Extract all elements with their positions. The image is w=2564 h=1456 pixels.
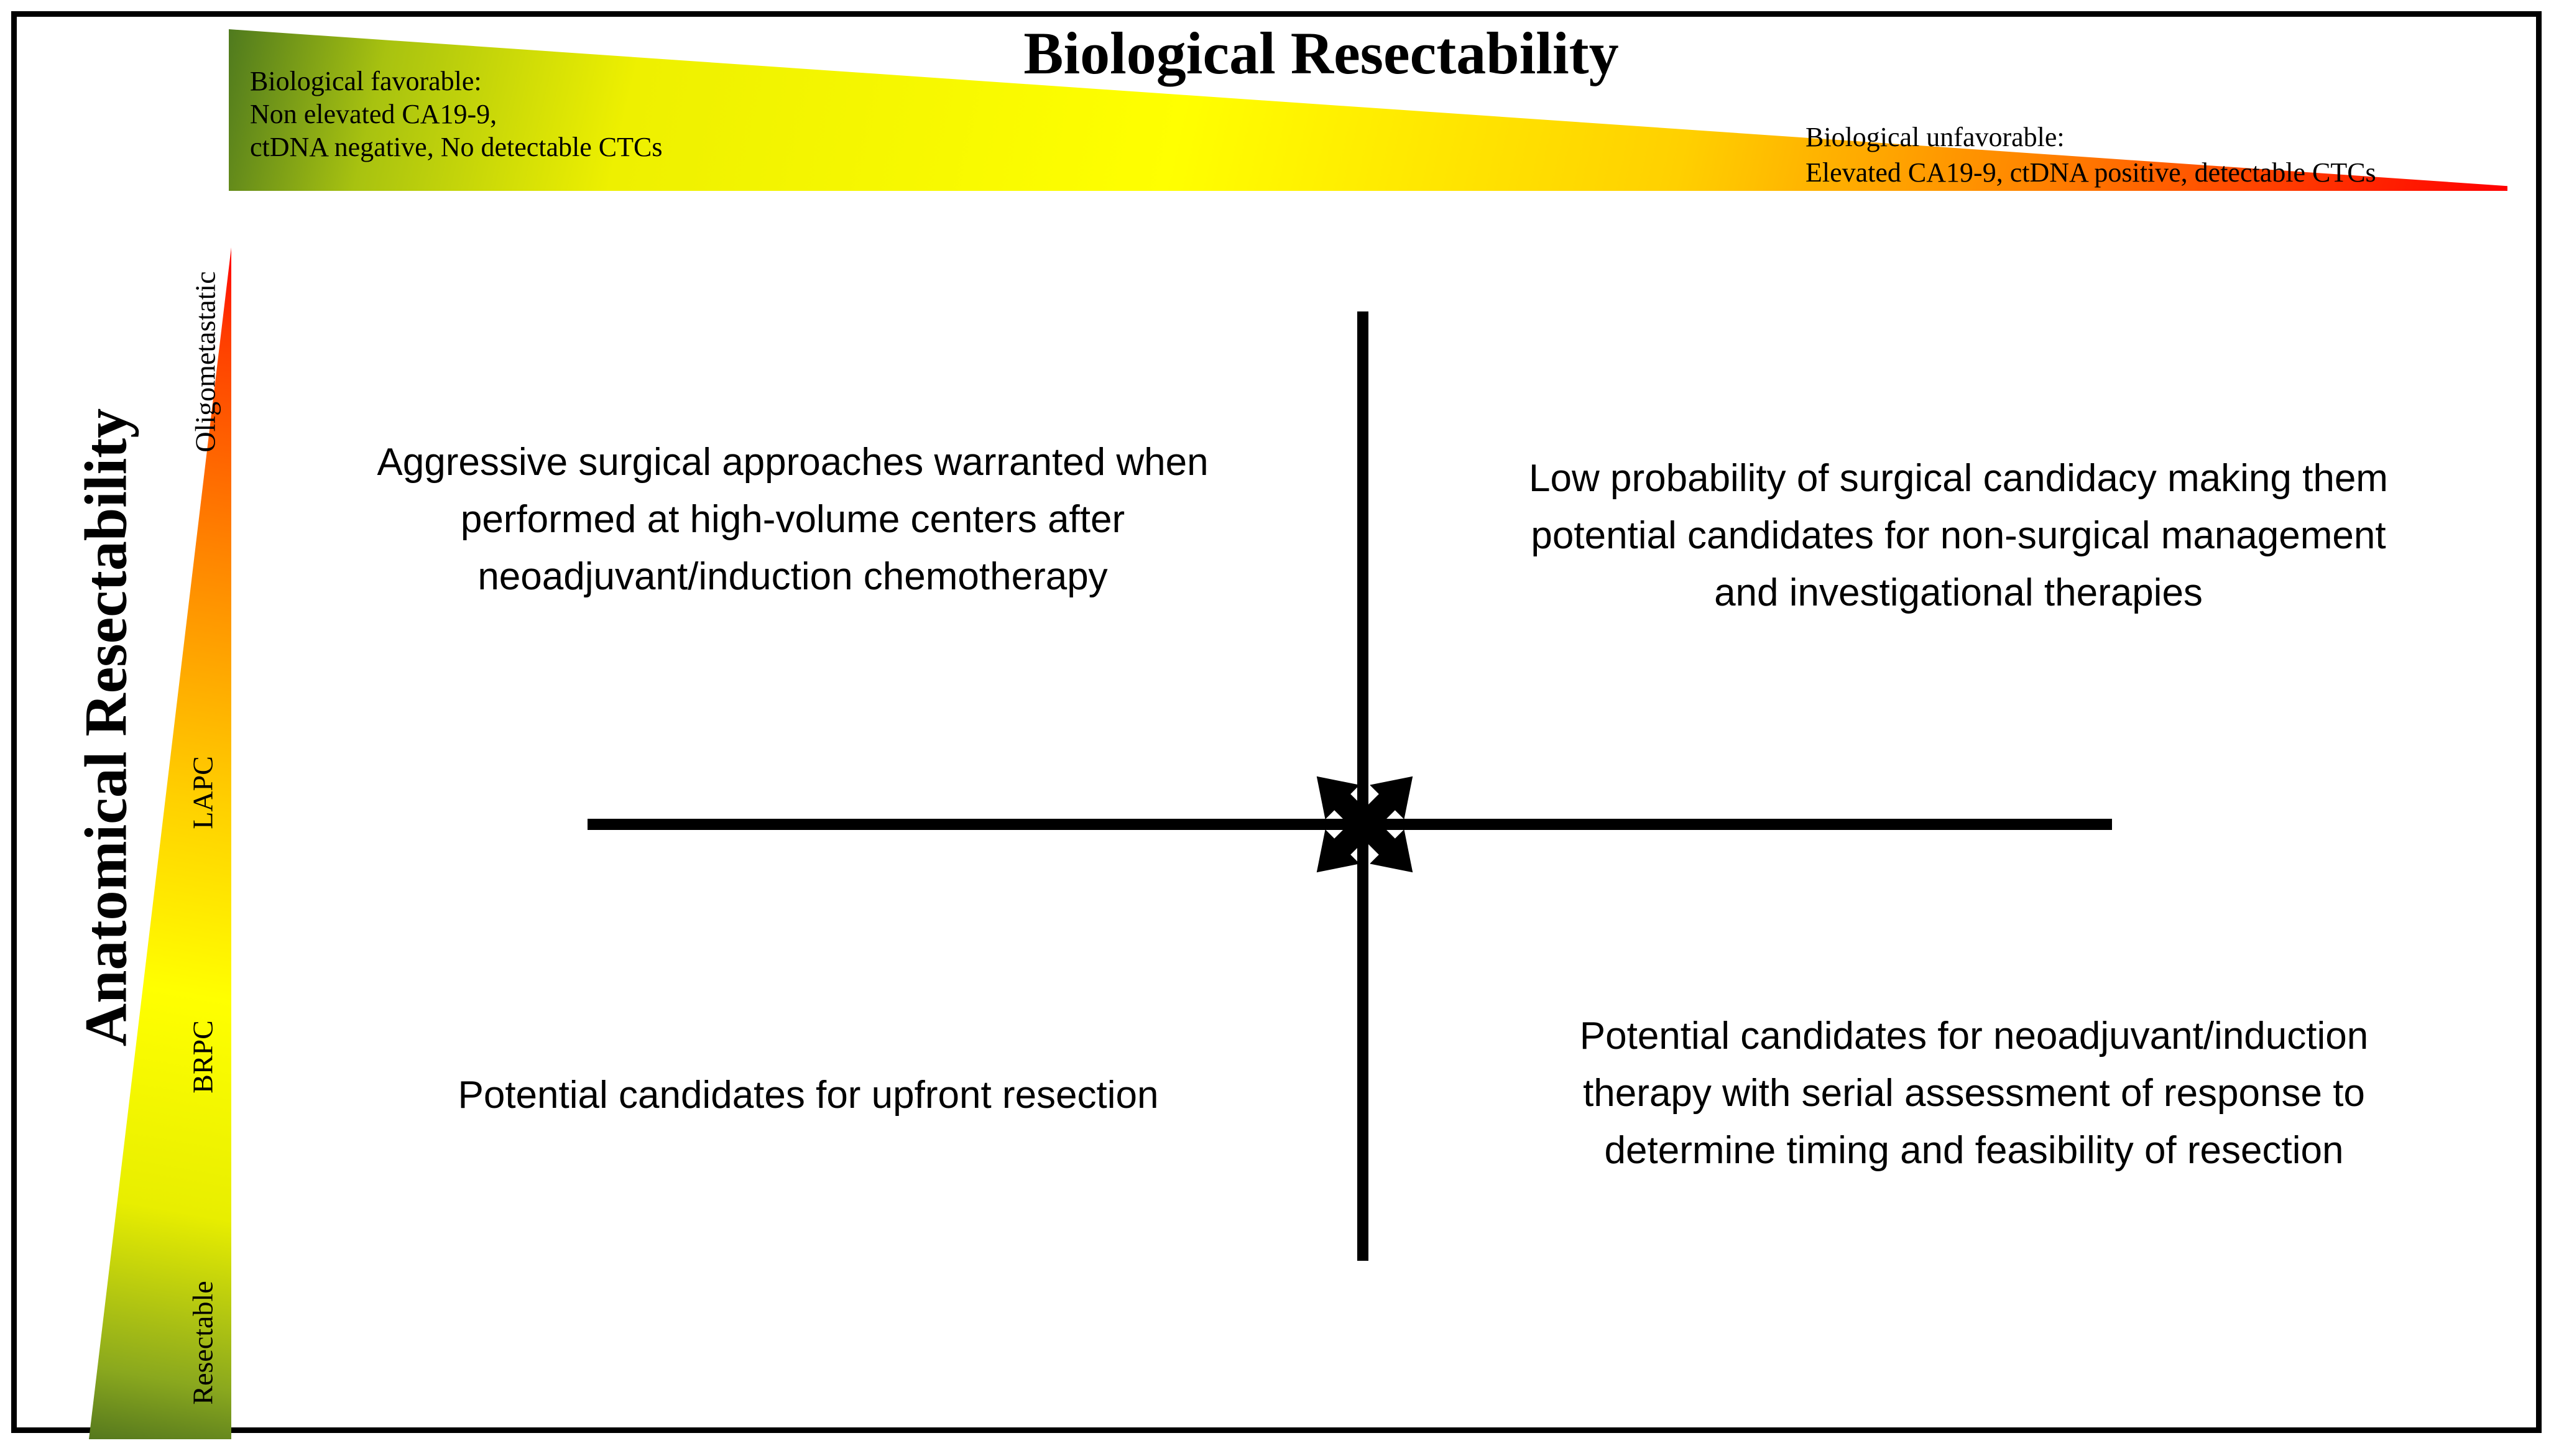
quadrant-bottom-left-text: Potential candidates for upfront resecti… (373, 1067, 1243, 1124)
quadrant-tl-line-3: neoadjuvant/induction chemotherapy (477, 555, 1108, 598)
quadrant-tr-line-2: potential candidates for non-surgical ma… (1531, 514, 2386, 557)
biological-favorable-note: Biological favorable: Non elevated CA19-… (250, 65, 662, 164)
vertical-axis-line (1357, 311, 1368, 1261)
quadrant-br-line-1: Potential candidates for neoadjuvant/ind… (1579, 1015, 2369, 1057)
quadrant-br-line-2: therapy with serial assessment of respon… (1583, 1072, 2365, 1115)
quadrant-tl-line-2: performed at high-volume centers after (460, 498, 1125, 541)
quadrant-br-line-3: determine timing and feasibility of rese… (1604, 1129, 2344, 1172)
biological-axis-title: Biological Resectability (1023, 20, 1619, 86)
four-diagonal-arrows-icon (1316, 776, 1413, 873)
unfavorable-line-1: Biological unfavorable: (1805, 122, 2065, 152)
quadrant-top-right-text: Low probability of surgical candidacy ma… (1418, 450, 2499, 622)
tick-lapc: LAPC (187, 756, 219, 829)
figure-border (11, 11, 2542, 1433)
tick-oligometastatic: Oligometastatic (189, 271, 221, 453)
quadrant-tl-line-1: Aggressive surgical approaches warranted… (377, 441, 1209, 484)
quadrant-bottom-right-text: Potential candidates for neoadjuvant/ind… (1449, 1008, 2499, 1179)
favorable-line-2: Non elevated CA19-9, (250, 99, 497, 129)
favorable-line-3: ctDNA negative, No detectable CTCs (250, 132, 663, 162)
tick-brpc: BRPC (187, 1020, 219, 1094)
tick-resectable: Resectable (187, 1281, 219, 1405)
quadrant-tr-line-1: Low probability of surgical candidacy ma… (1529, 457, 2388, 500)
biological-unfavorable-note: Biological unfavorable: Elevated CA19-9,… (1805, 119, 2376, 190)
quadrant-bl-line-1: Potential candidates for upfront resecti… (458, 1074, 1159, 1117)
quadrant-top-left-text: Aggressive surgical approaches warranted… (236, 434, 1349, 606)
favorable-line-1: Biological favorable: (250, 66, 482, 96)
unfavorable-line-2: Elevated CA19-9, ctDNA positive, detecta… (1805, 157, 2376, 188)
anatomical-axis-title: Anatomical Resectability (72, 408, 139, 1047)
quadrant-tr-line-3: and investigational therapies (1714, 571, 2203, 614)
